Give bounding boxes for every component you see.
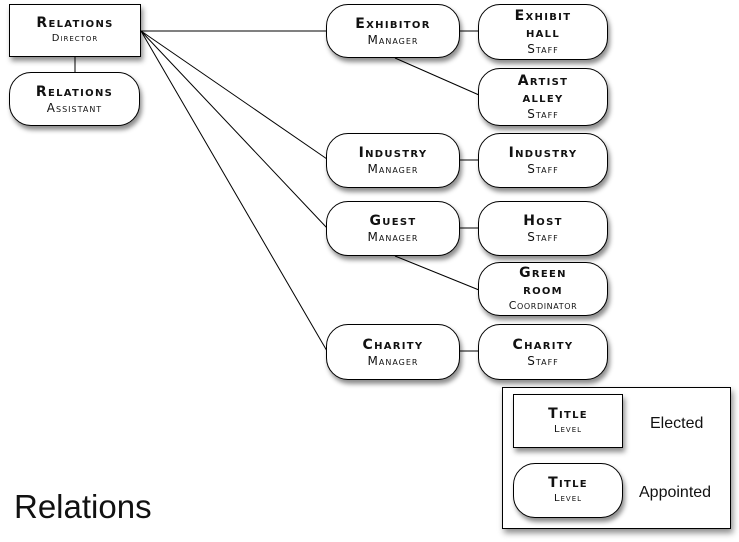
node-title: Artist Alley bbox=[517, 73, 569, 106]
legend-subtitle: Level bbox=[553, 423, 583, 435]
node-exhibitor-manager[interactable]: Exhibitor Manager bbox=[326, 4, 460, 58]
node-subtitle: Manager bbox=[367, 162, 419, 176]
node-title: Charity bbox=[512, 336, 574, 353]
line-guest-greenroom bbox=[394, 255, 480, 291]
line-director-industry bbox=[140, 30, 328, 160]
node-green-room-coordinator[interactable]: Green Room Coordinator bbox=[478, 262, 608, 316]
diagram-title: Relations bbox=[14, 488, 152, 525]
node-relations-director[interactable]: Relations Director bbox=[9, 4, 141, 57]
node-subtitle: Staff bbox=[527, 162, 559, 176]
line-director-charity bbox=[140, 30, 328, 352]
node-relations-assistant[interactable]: Relations Assistant bbox=[9, 72, 140, 126]
node-subtitle: Assistant bbox=[46, 100, 103, 115]
node-title: Industry bbox=[508, 145, 578, 161]
node-title: Charity bbox=[362, 336, 424, 353]
node-artist-alley-staff[interactable]: Artist Alley Staff bbox=[478, 68, 608, 126]
node-title: Guest bbox=[369, 213, 417, 229]
legend-appointed-label: Appointed bbox=[639, 484, 712, 501]
legend-elected-shape: Title Level bbox=[513, 394, 623, 448]
node-subtitle: Manager bbox=[367, 32, 419, 47]
node-guest-manager[interactable]: Guest Manager bbox=[326, 201, 460, 256]
node-charity-staff[interactable]: Charity Staff bbox=[478, 324, 608, 380]
node-charity-manager[interactable]: Charity Manager bbox=[326, 324, 460, 380]
node-subtitle: Staff bbox=[527, 42, 559, 56]
node-industry-staff[interactable]: Industry Staff bbox=[478, 133, 608, 188]
node-exhibit-hall-staff[interactable]: Exhibit Hall Staff bbox=[478, 4, 608, 60]
node-subtitle: Manager bbox=[367, 230, 419, 244]
node-subtitle: Staff bbox=[527, 107, 559, 121]
node-title: Exhibitor bbox=[355, 15, 431, 32]
line-exhibitor-alley bbox=[394, 57, 480, 96]
line-director-guest bbox=[140, 30, 328, 229]
node-title: Relations bbox=[35, 83, 114, 100]
node-subtitle: Coordinator bbox=[508, 299, 578, 312]
node-subtitle: Staff bbox=[527, 353, 559, 368]
legend-title: Title bbox=[548, 475, 588, 491]
legend-elected-label: Elected bbox=[650, 415, 704, 432]
node-title: Host bbox=[523, 213, 563, 229]
legend-appointed-shape: Title Level bbox=[513, 463, 623, 518]
legend-title: Title bbox=[548, 405, 588, 422]
node-industry-manager[interactable]: Industry Manager bbox=[326, 133, 460, 188]
node-subtitle: Manager bbox=[367, 353, 419, 368]
node-subtitle: Staff bbox=[527, 230, 559, 244]
node-title: Industry bbox=[358, 145, 428, 161]
node-host-staff[interactable]: Host Staff bbox=[478, 201, 608, 256]
node-title: Green Room bbox=[519, 265, 567, 298]
node-title: Relations bbox=[36, 15, 114, 31]
legend: Title Level Elected Title Level Appointe… bbox=[502, 387, 731, 529]
node-title: Exhibit Hall bbox=[514, 8, 572, 41]
node-subtitle: Director bbox=[51, 33, 99, 44]
legend-subtitle: Level bbox=[553, 493, 583, 504]
